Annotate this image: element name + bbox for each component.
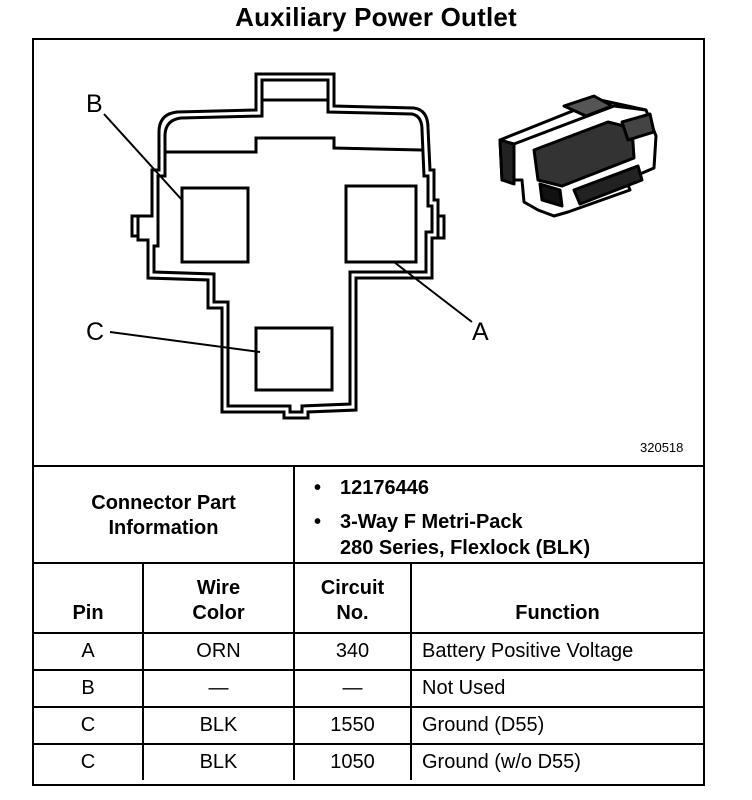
- bullet: •: [314, 477, 322, 499]
- connector-inner-outline: [152, 78, 434, 414]
- wire-color-cell: —: [142, 669, 295, 708]
- leader-line-a: [393, 261, 473, 323]
- wire-color-cell: ORN: [142, 632, 295, 671]
- bullet: •: [314, 511, 322, 533]
- top-latch: [260, 80, 330, 102]
- function-cell: Battery Positive Voltage: [410, 632, 703, 671]
- cavity-c: [254, 326, 334, 392]
- circuit-cell: 1050: [293, 743, 412, 780]
- connector-info-items: • 12176446 • 3-Way F Metri-Pack 280 Seri…: [314, 475, 590, 561]
- label-b: B: [86, 90, 103, 118]
- connector-outline: [136, 72, 440, 420]
- side-tab-left: [130, 214, 138, 238]
- connector-isometric-sketch: [498, 94, 658, 218]
- connector-info-item: • 3-Way F Metri-Pack 280 Series, Flexloc…: [314, 509, 590, 561]
- part-number: 12176446: [340, 477, 429, 499]
- connector-info-heading-line2: Information: [108, 516, 219, 539]
- pin-cell: C: [34, 743, 144, 780]
- pin-cell: C: [34, 706, 144, 745]
- pin-cell: A: [34, 632, 144, 671]
- connector-part-information: Connector Part Information • 12176446 • …: [34, 465, 703, 564]
- table-row: B — — Not Used: [34, 669, 703, 708]
- connector-info-heading-line1: Connector Part: [91, 491, 236, 514]
- circuit-cell: 1550: [293, 706, 412, 745]
- circuit-cell: 340: [293, 632, 412, 671]
- upper-band: [165, 136, 423, 154]
- circuit-cell: —: [293, 669, 412, 708]
- leader-line-b: [103, 113, 183, 201]
- label-c: C: [86, 318, 105, 346]
- wire-color-cell: BLK: [142, 743, 295, 780]
- header-pin: Pin: [34, 562, 144, 634]
- header-function: Function: [410, 562, 703, 634]
- function-cell: Not Used: [410, 669, 703, 708]
- cavity-b: [180, 186, 250, 264]
- connector-diagram: B A C 320518: [34, 40, 703, 465]
- label-a: A: [472, 318, 489, 346]
- diagram-frame: B A C 320518 Connector Part Information …: [32, 38, 705, 786]
- wire-color-cell: BLK: [142, 706, 295, 745]
- function-cell: Ground (D55): [410, 706, 703, 745]
- connector-face-drawing: [103, 72, 658, 420]
- page-title: Auxiliary Power Outlet: [235, 2, 517, 32]
- table-row: A ORN 340 Battery Positive Voltage: [34, 632, 703, 671]
- table-row: C BLK 1050 Ground (w/o D55): [34, 743, 703, 780]
- cavity-a: [344, 184, 418, 264]
- function-cell: Ground (w/o D55): [410, 743, 703, 780]
- pin-cell: B: [34, 669, 144, 708]
- connector-type-line2: 280 Series, Flexlock (BLK): [340, 537, 591, 559]
- connector-info-item: • 12176446: [314, 475, 590, 501]
- table-row: C BLK 1550 Ground (D55): [34, 706, 703, 745]
- figure-id: 320518: [640, 440, 684, 455]
- leader-line-c: [109, 331, 261, 353]
- connector-type-line1: 3-Way F Metri-Pack: [340, 511, 523, 533]
- connector-info-heading: Connector Part Information: [34, 467, 295, 564]
- side-tab-right: [438, 214, 446, 240]
